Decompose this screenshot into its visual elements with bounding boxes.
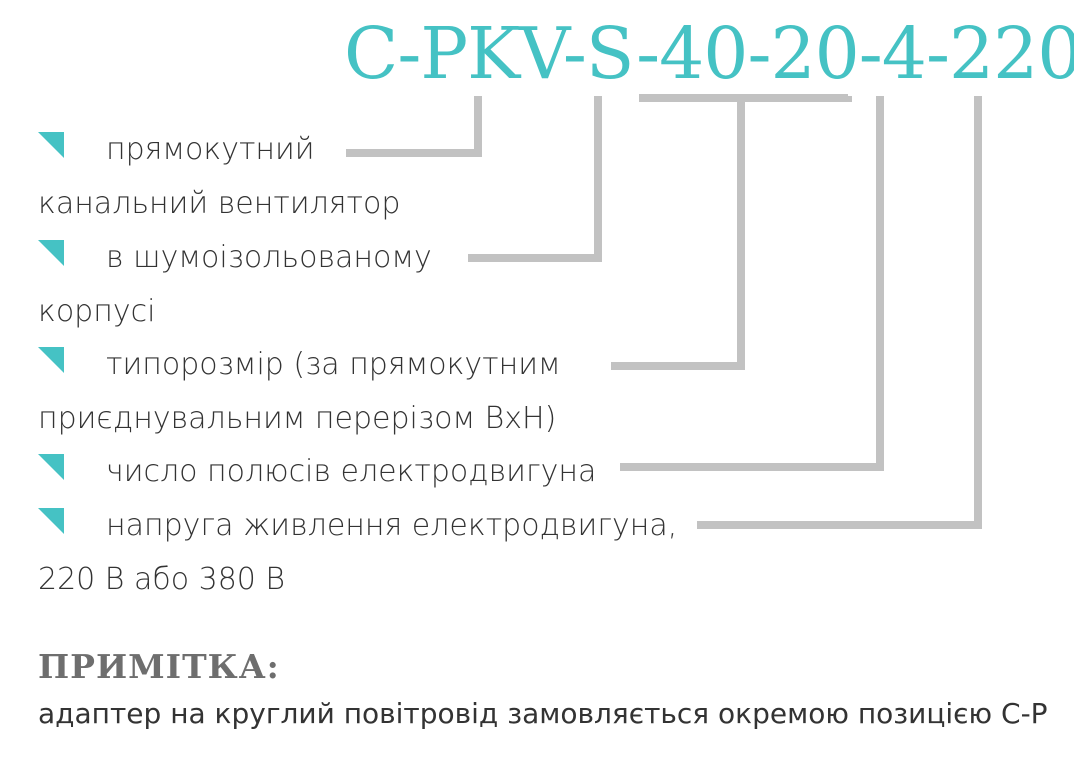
bullet-triangle-icon (38, 453, 64, 480)
connector-poles (620, 96, 884, 471)
bullet-triangle-icon (38, 239, 64, 266)
note-title: ПРИМІТКА: (38, 647, 280, 686)
item-label: типорозмір (за прямокутним (106, 347, 561, 382)
item-continuation: канальний вентилятор (38, 186, 401, 221)
list-item: в шумоізольованому (38, 238, 432, 278)
item-continuation: корпусі (38, 294, 156, 329)
connector-size (611, 98, 745, 370)
list-item: типорозмір (за прямокутним (38, 345, 561, 385)
bullet-triangle-icon (38, 131, 64, 158)
connector-pkv (346, 96, 482, 157)
item-continuation: 220 В або 380 В (38, 562, 286, 597)
list-item: прямокутний (38, 130, 315, 170)
connector-s (468, 96, 602, 262)
item-label: в шумоізольованому (106, 240, 432, 275)
connector-voltage (697, 96, 982, 529)
item-label: прямокутний (106, 132, 315, 167)
item-label: число полюсів електродвигуна (106, 454, 597, 489)
bullet-triangle-icon (38, 507, 64, 534)
item-continuation: приєднувальним перерізом ВxН) (38, 401, 557, 436)
list-item: напруга живлення електродвигуна, (38, 506, 677, 546)
bullet-triangle-icon (38, 346, 64, 373)
list-item: число полюсів електродвигуна (38, 452, 596, 492)
model-code: C-PKV-S-40-20-4-220 (344, 12, 1074, 95)
connector-size-bracket (639, 94, 852, 102)
item-label: напруга живлення електродвигуна, (106, 508, 678, 543)
note-text: адаптер на круглий повітровід замовляєть… (38, 697, 1048, 730)
